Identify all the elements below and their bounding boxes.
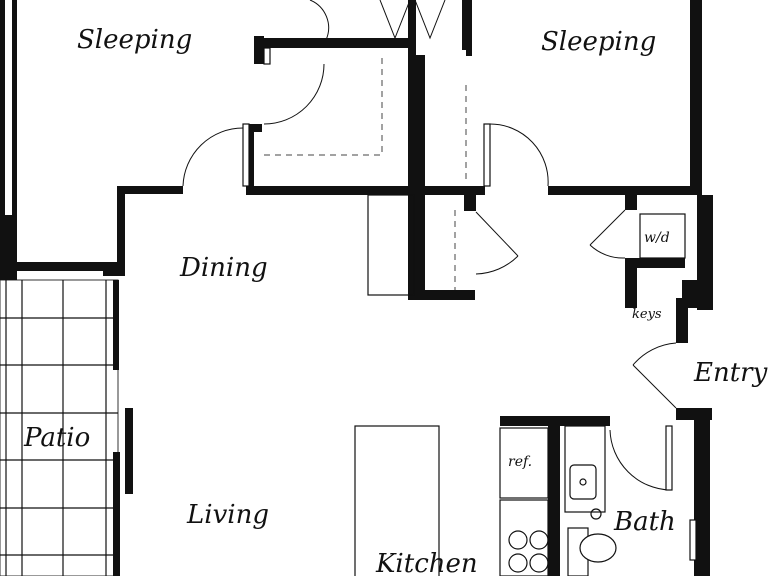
room-label-patio: Patio xyxy=(23,423,90,453)
doors xyxy=(182,0,677,491)
label-refrigerator: ref. xyxy=(508,454,532,470)
washer-dryer-unit xyxy=(639,213,686,259)
label-washer-dryer: w/d xyxy=(644,230,670,246)
room-label-dining: Dining xyxy=(179,253,268,283)
walls xyxy=(0,0,713,576)
room-label-kitchen: Kitchen xyxy=(375,549,478,576)
kitchen-island xyxy=(354,425,440,576)
room-label-entry: Entry xyxy=(693,358,768,388)
label-keys: keys xyxy=(632,307,662,322)
room-label-sleeping-left: Sleeping xyxy=(77,25,192,55)
refrigerator-box xyxy=(499,427,549,499)
bath-vanity xyxy=(564,425,606,513)
toilet xyxy=(579,533,617,563)
room-label-living: Living xyxy=(186,500,269,530)
room-label-sleeping-right: Sleeping xyxy=(541,27,656,57)
room-label-bath: Bath xyxy=(613,507,676,537)
fixtures xyxy=(354,194,697,576)
patio-tiles xyxy=(0,279,119,576)
